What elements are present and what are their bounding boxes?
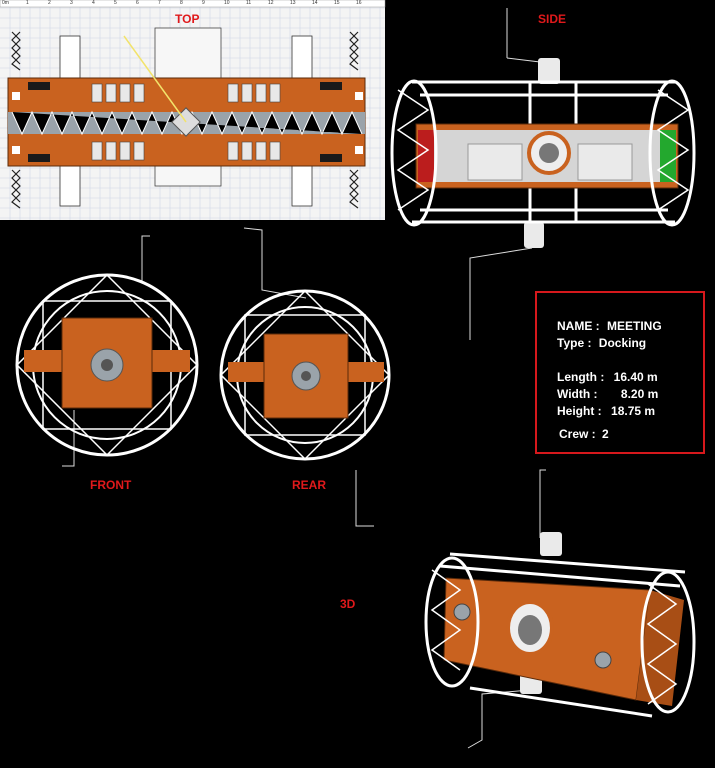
ruler-tick: 15 [334,0,340,6]
spec-info-box: NAME : MEETING Type : Docking Length : 1… [535,291,705,454]
name-label: NAME : [557,319,600,333]
height-row: Height : 18.75 m [557,404,655,418]
crew-value: 2 [602,427,609,441]
ruler-tick: 11 [246,0,252,6]
ruler-tick: 3 [70,0,73,6]
length-label: Length : [557,370,605,384]
three-d-view-drawing [424,469,696,749]
rear-view-label: REAR [292,478,327,492]
width-label: Width : [557,387,598,401]
type-row: Type : Docking [557,336,646,350]
length-value: 16.40 m [613,370,658,384]
ruler-tick: 6 [136,0,139,6]
name-row: NAME : MEETING [557,319,662,333]
rear-view-drawing [219,227,391,527]
side-view-label: SIDE [538,12,567,26]
height-label: Height : [557,404,602,418]
crew-label: Crew : [559,427,596,441]
type-value: Docking [598,336,647,350]
ruler-tick: 5 [114,0,117,6]
side-view-drawing [390,8,696,340]
ruler-tick: 14 [312,0,318,6]
ruler-tick: 8 [180,0,183,6]
ruler-tick: 10 [224,0,230,6]
width-row: Width : 8.20 m [557,387,658,401]
ruler-tick: 12 [268,0,274,6]
ruler-tick: 7 [158,0,161,6]
ruler-tick: 16 [356,0,362,6]
name-value: MEETING [607,319,662,333]
height-value: 18.75 m [611,404,656,418]
ruler-tick: 13 [290,0,296,6]
ruler-tick: 2 [48,0,51,6]
three-d-view-label: 3D [340,597,356,611]
front-view-label: FRONT [90,478,132,492]
ruler: 0m 1 2 3 4 5 6 7 8 9 10 11 12 13 14 15 1… [0,0,385,7]
crew-row: Crew : 2 [559,427,609,441]
front-view-drawing [15,235,199,467]
ruler-tick: 9 [202,0,205,6]
ruler-tick: 4 [92,0,95,6]
length-row: Length : 16.40 m [557,370,658,384]
ruler-tick: 1 [26,0,29,6]
type-label: Type : [557,336,592,350]
width-value: 8.20 m [620,387,659,401]
top-view-label: TOP [175,12,200,26]
ruler-tick: 0m [2,0,9,6]
